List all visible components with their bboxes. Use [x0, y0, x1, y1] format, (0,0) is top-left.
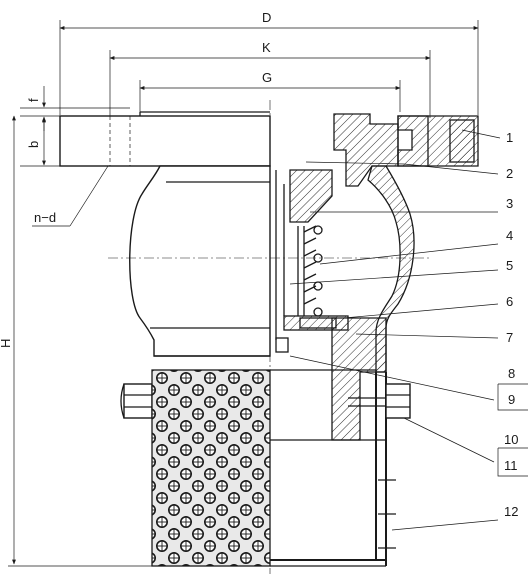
dimension-d-label: D: [262, 10, 271, 25]
part-number-12: 12: [504, 504, 518, 519]
strainer-mesh: [151, 369, 271, 567]
dimension-h: [8, 115, 160, 567]
dimension-g-label: G: [262, 70, 272, 85]
part-number-1: 1: [506, 130, 513, 145]
dimension-f-label: f: [26, 98, 41, 102]
dimension-nd: [32, 165, 109, 227]
part-number-7: 7: [506, 330, 513, 345]
dimension-nd-label: n−d: [34, 210, 56, 225]
part-number-5: 5: [506, 258, 513, 273]
dimension-b-label: b: [26, 141, 41, 148]
part-number-3: 3: [506, 196, 513, 211]
dimension-b: [20, 115, 60, 167]
part-number-6: 6: [506, 294, 513, 309]
sectional-view: [270, 113, 479, 567]
dimension-h-label: H: [0, 339, 13, 348]
part-number-10: 10: [504, 432, 518, 447]
dimension-d: [59, 20, 479, 115]
dimension-k: [109, 50, 431, 118]
part-number-4: 4: [506, 228, 513, 243]
part-number-11: 11: [504, 458, 518, 473]
dimension-g: [139, 80, 401, 112]
dimension-k-label: K: [262, 40, 271, 55]
spring: [297, 225, 323, 317]
exterior-view: [59, 111, 271, 419]
part-number-8: 8: [508, 366, 515, 381]
leader-lines: [289, 129, 528, 531]
part-number-2: 2: [506, 166, 513, 181]
part-number-9: 9: [508, 392, 515, 407]
